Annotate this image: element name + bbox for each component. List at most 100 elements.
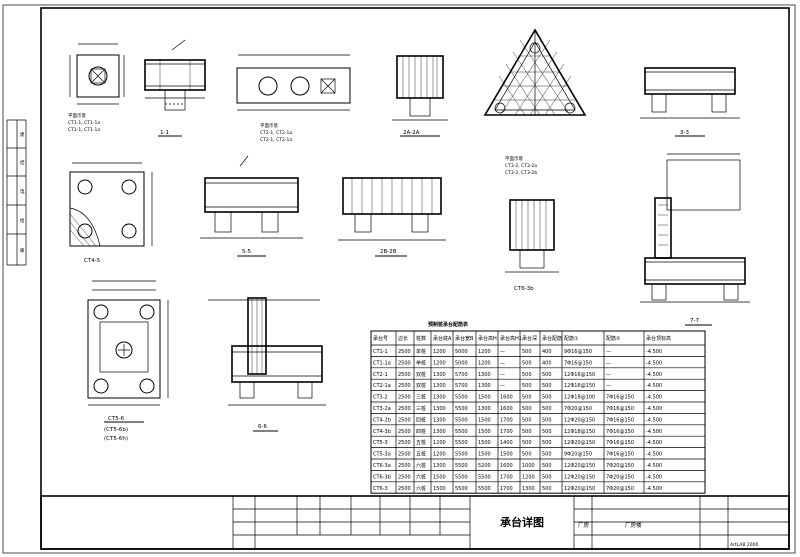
table-cell: 1200 <box>522 474 535 480</box>
table-cell: — <box>606 372 611 378</box>
table-cell: CT1-1a <box>373 360 391 366</box>
table-cell: 1600 <box>500 395 513 401</box>
svg-text:CT3-2, CT3-2b: CT3-2, CT3-2b <box>505 170 537 176</box>
table-cell: 5700 <box>455 383 468 389</box>
table-cell: 500 <box>542 440 552 446</box>
svg-text:CT1-1, CT1-1a: CT1-1, CT1-1a <box>68 127 100 133</box>
table-cell: 7Φ16@150 <box>606 395 634 401</box>
table-cell: CT3-2a <box>373 406 391 412</box>
table-cell: 500 <box>542 429 552 435</box>
table-cell: 5500 <box>455 395 468 401</box>
table-cell: 1500 <box>478 429 491 435</box>
table-cell: 12Φ20@150 <box>564 486 595 492</box>
table-cell: 2500 <box>398 372 411 378</box>
table-cell: 1300 <box>433 406 446 412</box>
table-cell: 1300 <box>433 429 446 435</box>
table-cell: CT4-3b <box>373 429 391 435</box>
table-cell: 1000 <box>522 463 535 469</box>
table-cell: 1300 <box>433 383 446 389</box>
table-cell: 12Φ16@150 <box>564 372 595 378</box>
table-cell: 1300 <box>433 463 446 469</box>
table-cell: 500 <box>542 452 552 458</box>
table-cell: 双桩 <box>416 371 426 378</box>
table-cell: 500 <box>522 429 532 435</box>
table-cell: 1200 <box>478 360 491 366</box>
table-cell: 7Φ16@150 <box>606 406 634 412</box>
table-cell: 500 <box>522 360 532 366</box>
table-cell: 7Φ20@150 <box>606 463 634 469</box>
table-cell: -4.500 <box>646 463 662 469</box>
svg-text:CT2-1, CT2-1a: CT2-1, CT2-1a <box>260 130 292 136</box>
svg-text:平面示意: 平面示意 <box>505 155 523 162</box>
table-header-cell: 承台号 <box>373 335 388 342</box>
cap-plan-ct2: 平面示意 CT2-1, CT2-1a CT2-1, CT2-1a <box>236 54 351 143</box>
table-cell: 500 <box>542 372 552 378</box>
table-cell: 500 <box>542 383 552 389</box>
table-cell: 四桩 <box>416 428 426 435</box>
table-cell: 500 <box>522 406 532 412</box>
table-cell: 1700 <box>500 474 513 480</box>
table-cell: -4.500 <box>646 440 662 446</box>
label-ct5-6: CT5-6 <box>108 416 125 422</box>
table-cell: 五桩 <box>416 439 426 446</box>
label-6-6: 6-6 <box>258 424 267 430</box>
section-ct6-3b: CT6-3b <box>505 199 559 292</box>
table-cell: 12Φ20@150 <box>564 463 595 469</box>
table-cell: 7Φ20@150 <box>606 486 634 492</box>
table-cell: 2500 <box>398 474 411 480</box>
table-cell: 2500 <box>398 463 411 469</box>
table-cell: 7Φ16@150 <box>606 440 634 446</box>
table-cell: 500 <box>522 349 532 355</box>
side-mark-1: 建 <box>20 131 25 138</box>
table-cell: -4.500 <box>646 406 662 412</box>
table-cell: — <box>500 372 505 378</box>
table-cell: 5500 <box>455 417 468 423</box>
table-cell: 1200 <box>433 440 446 446</box>
table-cell: — <box>606 349 611 355</box>
table-header-cell: 桩数 <box>416 335 426 342</box>
project-label: 厂房 <box>578 521 590 529</box>
cap-plan-triangle: 平面示意 CT3-2, CT3-2a CT3-2, CT3-2b <box>483 28 587 176</box>
table-cell: 7Φ16@150 <box>606 429 634 435</box>
table-cell: 2500 <box>398 383 411 389</box>
table-cell: 7Φ20@150 <box>606 474 634 480</box>
side-mark-4: 给 <box>20 217 25 224</box>
table-cell: 5500 <box>455 486 468 492</box>
table-cell: 7Φ16@150 <box>606 417 634 423</box>
label-2a-2a: 2A-2A <box>403 130 420 136</box>
table-cell: 500 <box>522 395 532 401</box>
label-ct4-5: CT4-5 <box>84 258 101 264</box>
table-cell: 7Φ16@150 <box>606 452 634 458</box>
table-title: 预制桩承台配筋表 <box>428 321 469 328</box>
table-cell: 5500 <box>455 452 468 458</box>
table-cell: -4.500 <box>646 474 662 480</box>
table-cell: CT2-1 <box>373 372 388 378</box>
table-cell: 5500 <box>478 486 491 492</box>
table-cell: 1400 <box>500 440 513 446</box>
table-cell: 1500 <box>500 452 513 458</box>
table-cell: — <box>500 360 505 366</box>
cap-plan-ct5: CT5-6 (CT5-6b) (CT5-6h) <box>87 280 169 442</box>
side-mark-5: 暖 <box>20 247 25 254</box>
label-5-5: 5-5 <box>242 249 251 255</box>
table-cell: 7Φ16@150 <box>564 360 592 366</box>
table-cell: 500 <box>522 383 532 389</box>
table-cell: CT1-1 <box>373 349 388 355</box>
project-value: 厂房楼 <box>625 521 642 529</box>
table-cell: 1500 <box>433 474 446 480</box>
table-cell: 12Φ18@150 <box>564 429 595 435</box>
table-header-cell: 承台深 <box>522 335 537 342</box>
svg-text:平面示意: 平面示意 <box>260 122 278 129</box>
table-cell: 三桩 <box>416 405 426 412</box>
table-cell: -4.500 <box>646 452 662 458</box>
table-cell: 1300 <box>478 406 491 412</box>
table-cell: -4.500 <box>646 349 662 355</box>
table-cell: 1500 <box>478 440 491 446</box>
table-cell: 12Φ18@100 <box>564 395 595 401</box>
table-cell: CT5-3a <box>373 452 391 458</box>
table-cell: — <box>606 360 611 366</box>
table-cell: 500 <box>542 486 552 492</box>
table-cell: 2500 <box>398 395 411 401</box>
